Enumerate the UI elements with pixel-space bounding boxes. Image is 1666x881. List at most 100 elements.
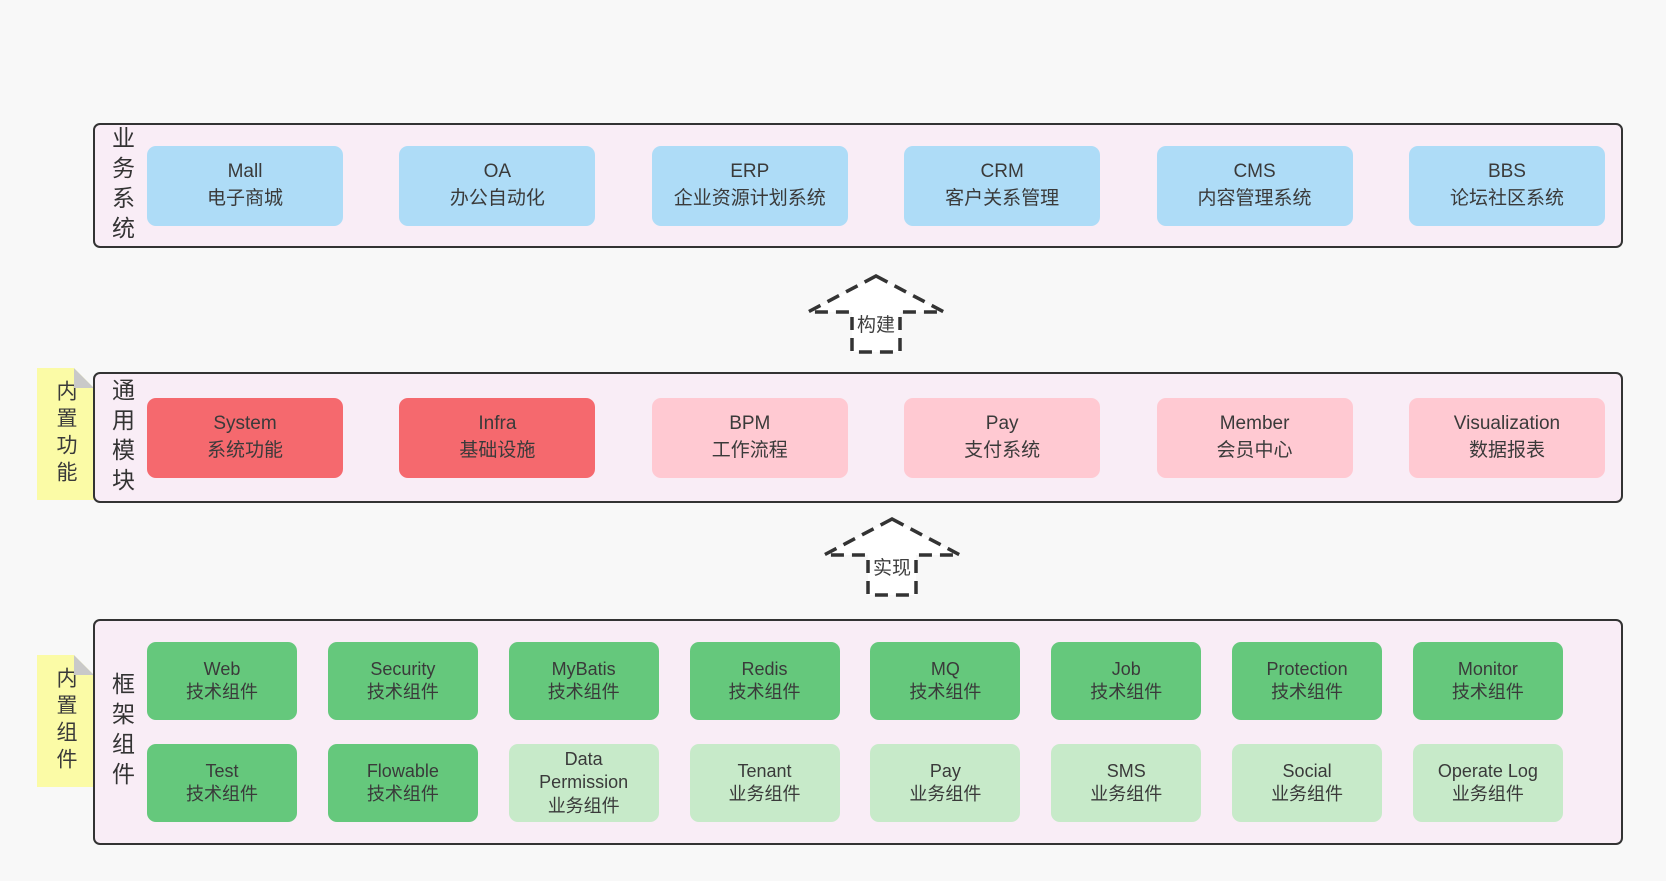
box-subtitle: 业务组件 xyxy=(547,795,620,816)
box-name: ERP xyxy=(730,161,770,183)
framework-box-row-2: Test 技术组件 Flowable 技术组件 Data Permission … xyxy=(147,744,1621,822)
box-subtitle: 电子商城 xyxy=(206,187,283,209)
box-name: OA xyxy=(483,161,512,183)
box-name: Monitor xyxy=(1457,658,1518,679)
box-subtitle: 业务组件 xyxy=(1271,784,1344,804)
box-name: Test xyxy=(205,760,239,781)
box-subtitle: 办公自动化 xyxy=(449,187,545,209)
box-mall: Mall 电子商城 xyxy=(147,145,343,226)
box-name: Web xyxy=(203,658,241,679)
panel-title-text: 业务系统 xyxy=(108,125,135,246)
box-data-permission: Data Permission 业务组件 xyxy=(508,744,659,822)
sticky-note-builtin-components: 内置组件 xyxy=(37,655,94,787)
box-subtitle: 技术组件 xyxy=(186,784,258,804)
box-subtitle: 技术组件 xyxy=(728,682,801,702)
box-subtitle: 客户关系管理 xyxy=(945,187,1060,209)
box-name: System xyxy=(213,413,277,435)
folded-corner-icon xyxy=(74,655,94,675)
box-subtitle: 业务组件 xyxy=(1090,784,1163,804)
box-name: BBS xyxy=(1487,161,1526,183)
box-subtitle: 业务组件 xyxy=(1451,784,1524,804)
modules-box-row: System 系统功能 Infra 基础设施 BPM 工作流程 Pay 支付系统… xyxy=(147,397,1621,478)
box-subtitle: 技术组件 xyxy=(1451,682,1524,702)
box-name: Member xyxy=(1219,413,1290,435)
arrow-implement-label: 实现 xyxy=(870,553,914,580)
box-bbs: BBS 论坛社区系统 xyxy=(1408,145,1605,226)
box-name: Infra xyxy=(478,413,517,435)
box-system: System 系统功能 xyxy=(147,397,343,478)
box-name: Redis xyxy=(741,658,788,679)
note-text: 内置功能 xyxy=(54,380,77,488)
box-sms: SMS 业务组件 xyxy=(1051,744,1202,822)
panel-framework-title: 框架组件 xyxy=(95,672,147,792)
business-box-row: Mall 电子商城 OA 办公自动化 ERP 企业资源计划系统 CRM 客户关系… xyxy=(147,145,1621,226)
box-subtitle: 基础设施 xyxy=(459,439,536,461)
box-subtitle: 技术组件 xyxy=(186,682,258,702)
panel-title-text: 框架组件 xyxy=(108,672,135,792)
box-subtitle: 论坛社区系统 xyxy=(1449,187,1564,209)
box-subtitle: 技术组件 xyxy=(1271,682,1344,702)
panel-framework-components: 框架组件 Web 技术组件 Security 技术组件 MyBatis 技术组件… xyxy=(93,619,1623,845)
box-crm: CRM 客户关系管理 xyxy=(904,145,1101,226)
arrow-implement: 实现 xyxy=(820,515,964,599)
box-cms: CMS 内容管理系统 xyxy=(1156,145,1353,226)
box-subtitle: 企业资源计划系统 xyxy=(673,187,826,209)
box-subtitle: 内容管理系统 xyxy=(1197,187,1312,209)
box-pay-system: Pay 支付系统 xyxy=(904,397,1101,478)
box-name: SMS xyxy=(1106,760,1146,781)
panel-common-modules: 通用模块 System 系统功能 Infra 基础设施 BPM 工作流程 Pay… xyxy=(93,372,1623,503)
box-web: Web 技术组件 xyxy=(147,642,297,720)
box-name: CRM xyxy=(980,161,1024,183)
note-text: 内置组件 xyxy=(54,667,77,775)
box-social: Social 业务组件 xyxy=(1232,744,1383,822)
box-name: Mall xyxy=(227,161,263,183)
box-monitor: Monitor 技术组件 xyxy=(1412,642,1563,720)
box-name: Visualization xyxy=(1453,413,1561,435)
box-oa: OA 办公自动化 xyxy=(399,145,596,226)
panel-modules-title: 通用模块 xyxy=(95,378,147,498)
box-erp: ERP 企业资源计划系统 xyxy=(651,145,848,226)
box-subtitle: 业务组件 xyxy=(728,784,801,804)
box-name: MQ xyxy=(930,658,960,679)
box-member: Member 会员中心 xyxy=(1156,397,1353,478)
panel-business-title: 业务系统 xyxy=(95,126,147,246)
box-name: Pay xyxy=(929,760,961,781)
box-operate-log: Operate Log 业务组件 xyxy=(1412,744,1563,822)
box-name: Security xyxy=(370,658,436,679)
panel-business-systems: 业务系统 Mall 电子商城 OA 办公自动化 ERP 企业资源计划系统 CRM… xyxy=(93,123,1623,248)
box-mq: MQ 技术组件 xyxy=(870,642,1021,720)
box-job: Job 技术组件 xyxy=(1051,642,1202,720)
box-pay-component: Pay 业务组件 xyxy=(870,744,1021,822)
box-name: Data Permission xyxy=(539,749,629,793)
box-name: Tenant xyxy=(737,760,792,781)
box-subtitle: 系统功能 xyxy=(206,439,283,461)
box-visualization: Visualization 数据报表 xyxy=(1408,397,1605,478)
box-security: Security 技术组件 xyxy=(327,642,478,720)
sticky-note-builtin-functions: 内置功能 xyxy=(37,368,94,500)
box-name: Social xyxy=(1282,760,1332,781)
box-subtitle: 技术组件 xyxy=(366,784,439,804)
arrow-build-label: 构建 xyxy=(854,310,898,337)
box-subtitle: 技术组件 xyxy=(1090,682,1163,702)
panel-title-text: 通用模块 xyxy=(108,377,135,498)
box-flowable: Flowable 技术组件 xyxy=(327,744,478,822)
box-subtitle: 会员中心 xyxy=(1216,439,1293,461)
box-name: Operate Log xyxy=(1437,760,1538,781)
box-subtitle: 支付系统 xyxy=(964,439,1041,461)
box-subtitle: 技术组件 xyxy=(366,682,439,702)
box-name: Protection xyxy=(1266,658,1348,679)
box-test: Test 技术组件 xyxy=(147,744,297,822)
box-name: MyBatis xyxy=(551,658,616,679)
box-subtitle: 业务组件 xyxy=(909,784,982,804)
box-subtitle: 技术组件 xyxy=(909,682,982,702)
box-redis: Redis 技术组件 xyxy=(689,642,840,720)
box-name: Pay xyxy=(985,413,1019,435)
box-subtitle: 工作流程 xyxy=(711,439,788,461)
box-name: Flowable xyxy=(366,760,439,781)
box-infra: Infra 基础设施 xyxy=(399,397,596,478)
box-name: Job xyxy=(1111,658,1141,679)
box-subtitle: 数据报表 xyxy=(1468,439,1545,461)
folded-corner-icon xyxy=(74,368,94,388)
box-name: CMS xyxy=(1233,161,1276,183)
framework-box-row-1: Web 技术组件 Security 技术组件 MyBatis 技术组件 Redi… xyxy=(147,642,1621,720)
